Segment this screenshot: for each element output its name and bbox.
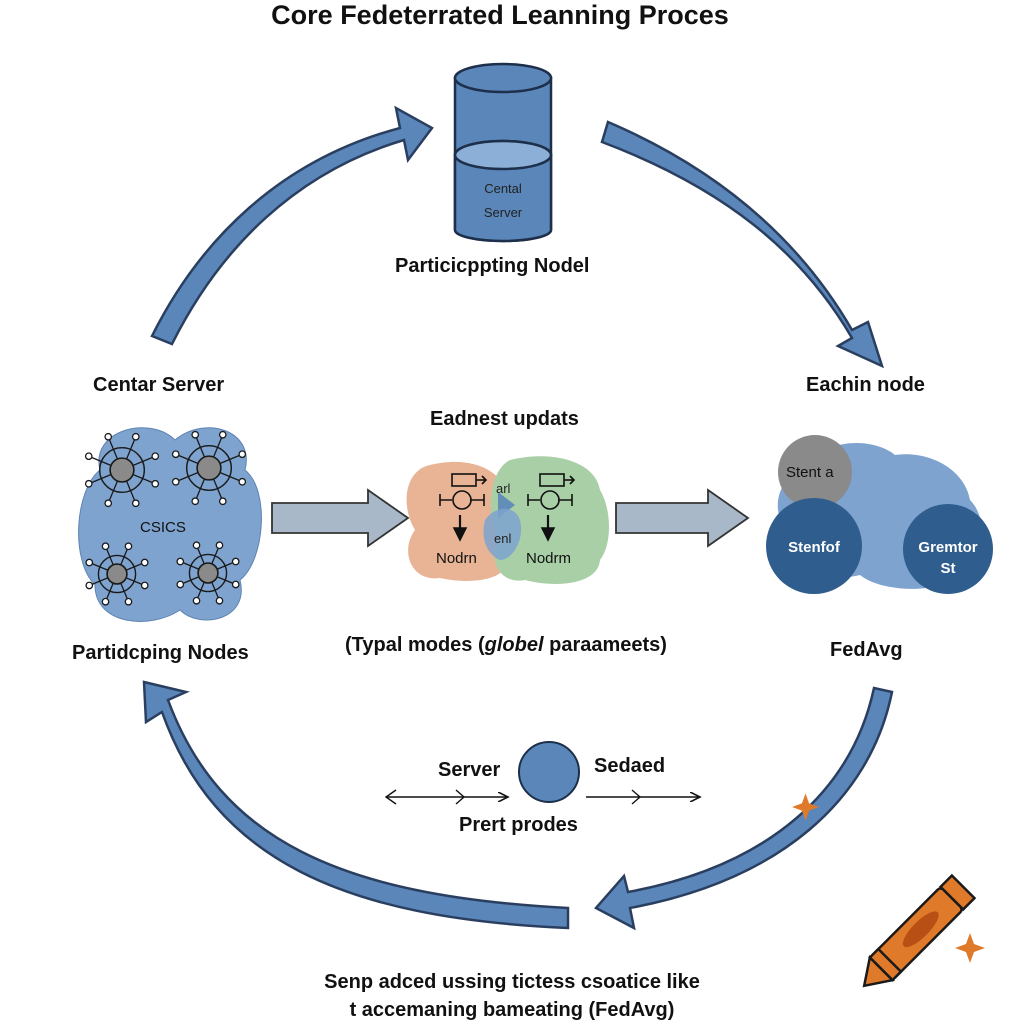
model-icon-left bbox=[439, 473, 488, 542]
center-heading: Eadnest updats bbox=[430, 408, 579, 430]
blue-right-circle-line1: Gremtor bbox=[918, 539, 978, 556]
arrow-top-right bbox=[600, 120, 885, 369]
arrow-top-left bbox=[150, 105, 434, 346]
cycle-arrows bbox=[142, 105, 894, 931]
network-node-icon bbox=[84, 432, 160, 508]
center-caption: (Typal modes (globel paraameets) bbox=[345, 634, 667, 656]
arrow-bottom-right bbox=[594, 686, 894, 931]
grey-circle-text: Stent a bbox=[786, 464, 834, 481]
network-node-icon bbox=[176, 541, 240, 605]
database-label-line2: Server bbox=[483, 205, 523, 220]
bottom-left-label: Server bbox=[438, 759, 501, 781]
left-cloud-text: CSICS bbox=[140, 519, 186, 536]
network-nodes bbox=[84, 430, 247, 606]
blue-node-left bbox=[766, 498, 862, 594]
blue-right-circle-line2: St bbox=[940, 560, 956, 577]
flow-arrow-right bbox=[615, 488, 750, 548]
bottom-right-label: Sedaed bbox=[594, 755, 666, 777]
diagram-title: Core Fedeterrated Leanning Proces bbox=[271, 0, 729, 30]
left-node-top-label: Centar Server bbox=[93, 374, 225, 396]
right-node-top-label: Eachin node bbox=[806, 374, 925, 396]
bottom-exchange bbox=[384, 741, 700, 805]
sparkle-icon bbox=[792, 793, 985, 963]
grey-node-circle bbox=[778, 435, 852, 509]
blue-left-circle-text: Stenfof bbox=[788, 539, 840, 556]
database-label-line1: Cental bbox=[484, 181, 522, 196]
center-right-blob-text: Nodrm bbox=[526, 550, 572, 567]
bottom-under-label: Prert prodes bbox=[459, 814, 578, 836]
flow-arrows bbox=[271, 488, 750, 548]
footer-line2: t accemaning bameating (FedAvg) bbox=[349, 999, 675, 1021]
arrow-bottom-left bbox=[142, 680, 570, 930]
center-blobs bbox=[406, 456, 609, 584]
left-node-bottom-label: Partidcping Nodes bbox=[72, 642, 249, 664]
flow-arrow-left bbox=[271, 488, 410, 548]
center-overlap-top: arl bbox=[496, 481, 511, 496]
network-node-icon bbox=[171, 430, 247, 506]
network-node-icon bbox=[85, 542, 149, 606]
crayon-icon bbox=[862, 873, 977, 988]
center-left-blob-text: Nodrn bbox=[436, 550, 477, 567]
exchange-circle bbox=[518, 741, 580, 803]
blue-node-right bbox=[903, 504, 993, 594]
center-overlap-bottom: enl bbox=[494, 531, 512, 546]
right-cluster bbox=[766, 435, 993, 594]
model-icon-right bbox=[527, 473, 576, 542]
footer-line1: Senp adced ussing tictess csoatice like bbox=[324, 971, 700, 993]
database-icon bbox=[453, 62, 553, 243]
right-node-bottom-label: FedAvg bbox=[830, 639, 903, 661]
top-node-label: Particicppting Nodel bbox=[395, 255, 590, 277]
